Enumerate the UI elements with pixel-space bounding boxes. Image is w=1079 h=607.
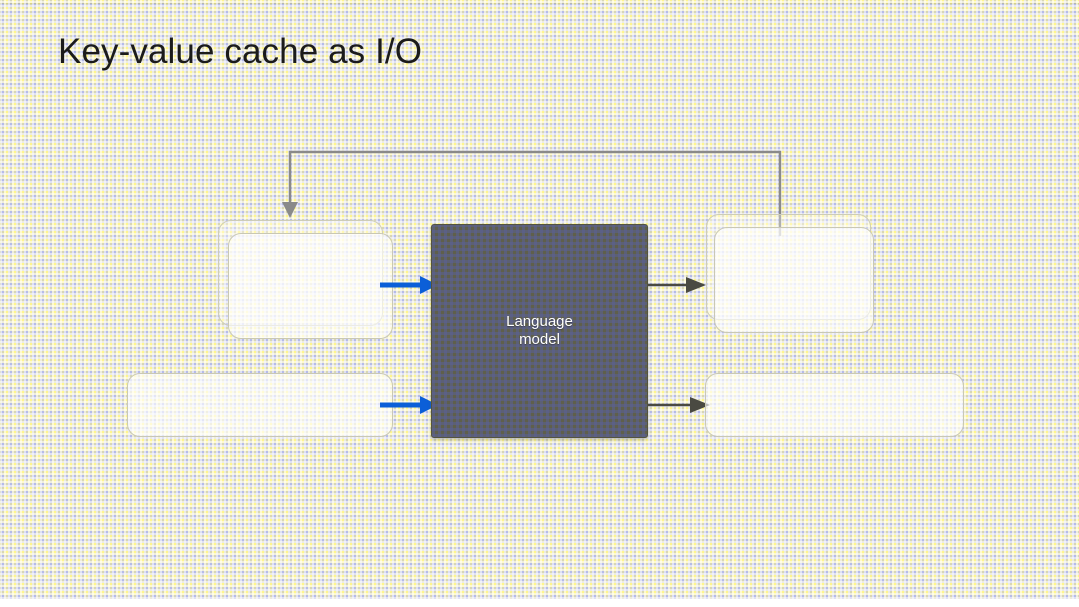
language-model-label-line2: model [519, 331, 560, 348]
language-model-label: Language model [506, 313, 573, 349]
tokens-in-box[interactable] [127, 373, 393, 437]
language-model-box[interactable]: Language model [431, 224, 648, 438]
language-model-label-line1: Language [506, 313, 573, 330]
page-title: Key-value cache as I/O [58, 32, 423, 71]
kv-cache-in-box[interactable] [228, 233, 393, 339]
tokens-out-box[interactable] [705, 373, 964, 437]
kv-cache-out-box[interactable] [714, 227, 874, 333]
